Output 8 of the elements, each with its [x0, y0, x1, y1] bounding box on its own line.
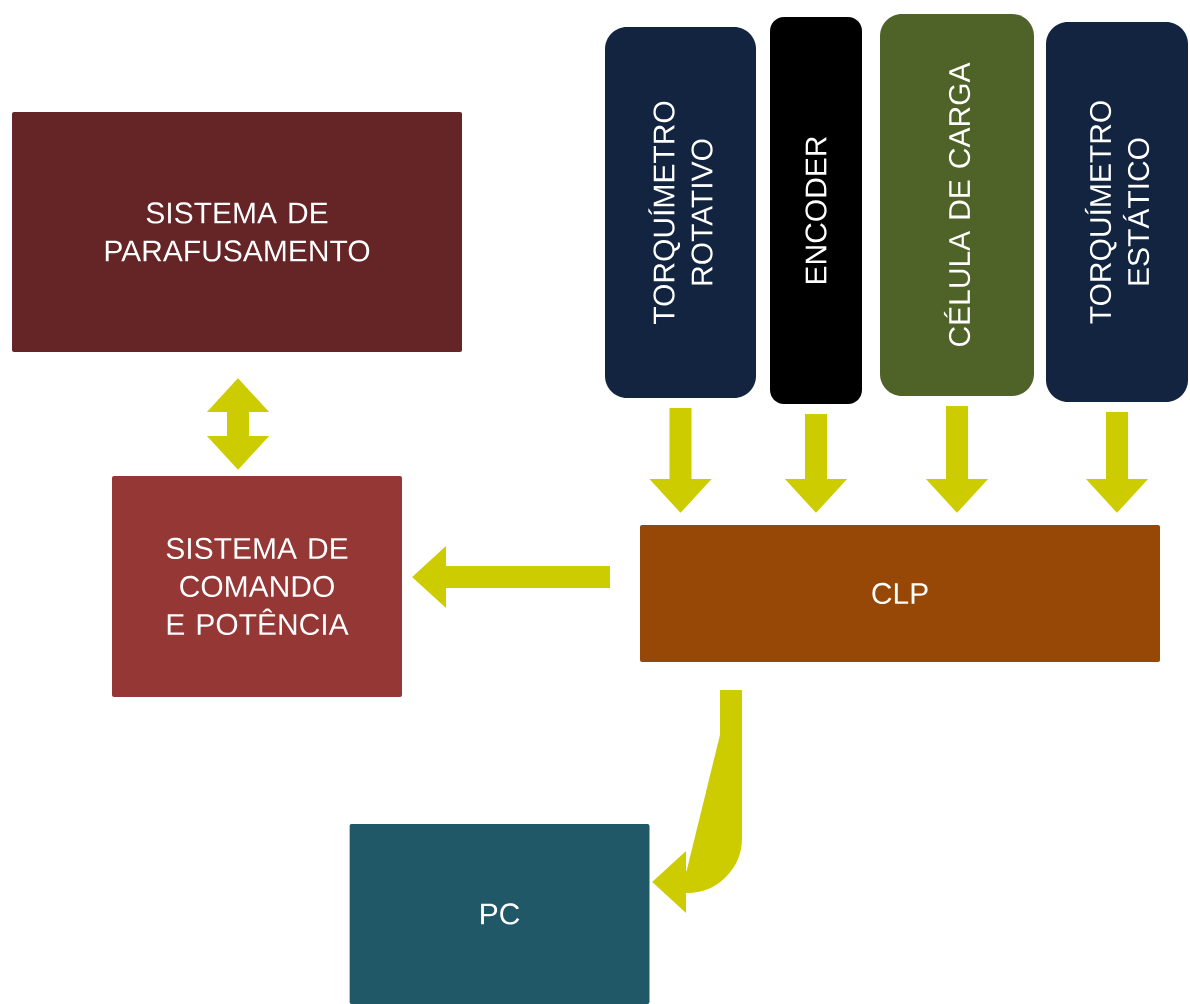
process-box: PC — [349, 824, 650, 1004]
process-box: SISTEMA DE PARAFUSAMENTO — [12, 112, 462, 352]
sensor-box: TORQUÍMETRO ROTATIVO — [605, 27, 756, 398]
sensor-box: CÉLULA DE CARGA — [880, 14, 1034, 396]
process-box: CLP — [640, 525, 1160, 662]
process-box: SISTEMA DE COMANDO E POTÊNCIA — [112, 476, 402, 697]
sensor-box: ENCODER — [770, 17, 862, 404]
sensor-box: TORQUÍMETRO ESTÁTICO — [1046, 22, 1188, 402]
